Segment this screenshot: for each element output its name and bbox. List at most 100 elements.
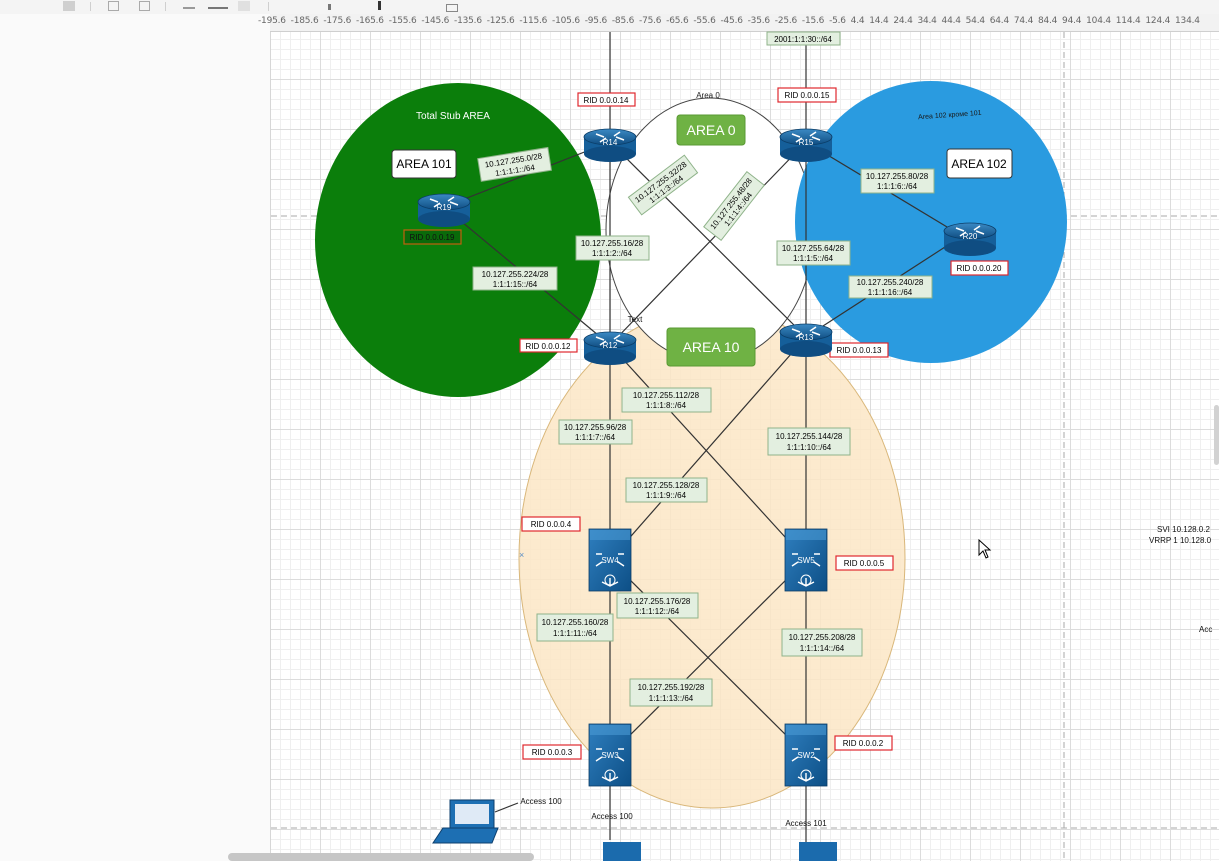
switch-label: SW3 bbox=[601, 751, 619, 760]
switch-sw3[interactable]: SW3 bbox=[588, 723, 632, 787]
top-ipv6-label: 2001:1:1:30::/64 bbox=[774, 35, 832, 44]
router-label: R20 bbox=[963, 232, 978, 241]
svg-text:RID 0.0.0.14: RID 0.0.0.14 bbox=[584, 96, 629, 105]
svg-text:10.127.255.128/28: 10.127.255.128/28 bbox=[633, 481, 700, 490]
router-label: R15 bbox=[799, 138, 814, 147]
svg-text:10.127.255.176/28: 10.127.255.176/28 bbox=[624, 597, 691, 606]
link-label-r20-r13[interactable]: 10.127.255.240/28 1:1:1:16::/64 bbox=[848, 275, 933, 299]
rid-r14[interactable]: RID 0.0.0.14 bbox=[577, 92, 636, 107]
link-label-r12-sw5[interactable]: 10.127.255.112/28 1:1:1:8::/64 bbox=[621, 387, 712, 413]
router-r15[interactable]: R15 bbox=[779, 128, 833, 163]
text-label[interactable]: Text bbox=[628, 315, 643, 324]
rid-sw5[interactable]: RID 0.0.0.5 bbox=[835, 555, 894, 571]
ruler-ticks: -195.6 -185.6 -175.6 -165.6 -155.6 -145.… bbox=[258, 16, 1200, 26]
svg-text:RID 0.0.0.20: RID 0.0.0.20 bbox=[957, 264, 1002, 273]
router-label: R13 bbox=[799, 333, 814, 342]
pc-icon[interactable] bbox=[799, 842, 837, 861]
link-label-sw4-sw3[interactable]: 10.127.255.160/28 1:1:1:11::/64 bbox=[536, 613, 614, 642]
access-label-sw2[interactable]: Access 101 bbox=[785, 819, 827, 828]
rid-r12[interactable]: RID 0.0.0.12 bbox=[519, 338, 578, 353]
link-label-r15-r20[interactable]: 10.127.255.80/28 1:1:1:6::/64 bbox=[860, 168, 935, 194]
link-label-r14-r12[interactable]: 10.127.255.16/28 1:1:1:2::/64 bbox=[575, 235, 650, 261]
svg-text:10.127.255.112/28: 10.127.255.112/28 bbox=[633, 391, 700, 400]
diagram-canvas[interactable]: Total Stub AREA Area 0 Area 102 кроме 10… bbox=[271, 31, 1219, 861]
toolbar-separator bbox=[165, 2, 166, 11]
link-label-r13-sw5[interactable]: 10.127.255.144/28 1:1:1:10::/64 bbox=[767, 427, 851, 456]
svg-text:1:1:1:10::/64: 1:1:1:10::/64 bbox=[787, 443, 832, 452]
link-label-r13-sw4[interactable]: 10.127.255.128/28 1:1:1:9::/64 bbox=[625, 477, 708, 503]
horizontal-scrollbar[interactable] bbox=[228, 853, 534, 861]
rid-r15[interactable]: RID 0.0.0.15 bbox=[777, 87, 837, 103]
svi-label[interactable]: SVI 10.128.0.2 bbox=[1157, 525, 1210, 534]
pc-icon[interactable] bbox=[603, 842, 641, 861]
svg-text:10.127.255.192/28: 10.127.255.192/28 bbox=[638, 683, 705, 692]
switch-sw5[interactable]: SW5 bbox=[784, 528, 828, 592]
paste-icon[interactable] bbox=[139, 1, 150, 11]
laptop-icon[interactable] bbox=[432, 799, 499, 844]
link-label-sw5-sw3[interactable]: 10.127.255.192/28 1:1:1:13::/64 bbox=[629, 678, 713, 707]
connection-point-icon: × bbox=[519, 550, 524, 560]
shapes-panel[interactable] bbox=[0, 14, 271, 861]
line-color-icon[interactable] bbox=[208, 1, 228, 9]
copy-icon[interactable] bbox=[108, 1, 119, 11]
svg-text:1:1:1:13::/64: 1:1:1:13::/64 bbox=[649, 694, 694, 703]
svg-text:1:1:1:5::/64: 1:1:1:5::/64 bbox=[793, 254, 834, 263]
link-label-r15-r13[interactable]: 10.127.255.64/28 1:1:1:5::/64 bbox=[776, 240, 851, 266]
svg-text:1:1:1:8::/64: 1:1:1:8::/64 bbox=[646, 401, 687, 410]
cut-icon[interactable] bbox=[183, 1, 195, 9]
rid-r19[interactable]: RID 0.0.0.19 bbox=[403, 229, 462, 245]
area101-label-box[interactable] bbox=[391, 149, 457, 179]
network-diagram: Total Stub AREA Area 0 Area 102 кроме 10… bbox=[271, 31, 1219, 861]
switch-sw4[interactable]: SW4 bbox=[588, 528, 632, 592]
vrrp-label[interactable]: VRRP 1 10.128.0 bbox=[1149, 536, 1212, 545]
svg-text:10.127.255.96/28: 10.127.255.96/28 bbox=[564, 423, 627, 432]
rid-r20[interactable]: RID 0.0.0.20 bbox=[950, 260, 1009, 276]
router-r20[interactable]: R20 bbox=[943, 222, 997, 257]
access-label-sw3[interactable]: Access 100 bbox=[591, 812, 633, 821]
link-label-sw5-sw2[interactable]: 10.127.255.208/28 1:1:1:14::/64 bbox=[781, 628, 863, 657]
access-label-right[interactable]: Acc bbox=[1199, 625, 1212, 634]
toolbar-separator bbox=[90, 2, 91, 11]
link-label-r19-r12[interactable]: 10.127.255.224/28 1:1:1:15::/64 bbox=[472, 266, 558, 291]
area0-label-box[interactable] bbox=[676, 114, 746, 146]
svg-text:RID 0.0.0.4: RID 0.0.0.4 bbox=[531, 520, 572, 529]
arrow-icon[interactable] bbox=[378, 1, 381, 10]
link-label-sw4-sw2[interactable]: 10.127.255.176/28 1:1:1:12::/64 bbox=[616, 592, 699, 619]
area0-label: AREA 0 bbox=[686, 122, 735, 138]
svg-text:1:1:1:11::/64: 1:1:1:11::/64 bbox=[553, 629, 597, 638]
svg-text:RID 0.0.0.12: RID 0.0.0.12 bbox=[526, 342, 571, 351]
table-icon[interactable] bbox=[446, 4, 458, 12]
area102-label-box[interactable] bbox=[946, 148, 1013, 179]
area102-label: AREA 102 bbox=[951, 157, 1007, 171]
waypoint-icon[interactable] bbox=[328, 4, 331, 10]
area102-zone[interactable] bbox=[795, 81, 1067, 363]
router-r19[interactable]: R19 bbox=[417, 193, 471, 228]
svg-text:1:1:1:14::/64: 1:1:1:14::/64 bbox=[800, 644, 845, 653]
rid-r13[interactable]: RID 0.0.0.13 bbox=[829, 342, 889, 358]
rid-sw4[interactable]: RID 0.0.0.4 bbox=[521, 516, 581, 532]
area0-caption: Area 0 bbox=[696, 91, 720, 100]
top-ipv6-box[interactable] bbox=[766, 31, 841, 46]
shadow-icon[interactable] bbox=[238, 1, 250, 11]
svg-text:10.127.255.16/28: 10.127.255.16/28 bbox=[581, 239, 644, 248]
vertical-scrollbar[interactable] bbox=[1214, 405, 1219, 465]
svg-text:1:1:1:15::/64: 1:1:1:15::/64 bbox=[493, 280, 538, 289]
router-r13[interactable]: R13 bbox=[779, 323, 833, 358]
svg-text:RID 0.0.0.3: RID 0.0.0.3 bbox=[532, 748, 573, 757]
switch-sw2[interactable]: SW2 bbox=[784, 723, 828, 787]
page-icon[interactable] bbox=[63, 1, 75, 11]
router-r14[interactable]: R14 bbox=[583, 128, 637, 163]
svg-text:RID 0.0.0.15: RID 0.0.0.15 bbox=[785, 91, 830, 100]
router-label: R14 bbox=[603, 138, 618, 147]
svg-text:10.127.255.160/28: 10.127.255.160/28 bbox=[542, 618, 609, 627]
links bbox=[443, 32, 963, 845]
link-label-r12-sw4[interactable]: 10.127.255.96/28 1:1:1:7::/64 bbox=[558, 419, 633, 445]
rid-sw2[interactable]: RID 0.0.0.2 bbox=[834, 735, 893, 751]
switch-label: SW2 bbox=[797, 751, 815, 760]
link-label-r19-r14[interactable]: 10.127.255.0/28 1:1:1:1::/64 bbox=[477, 146, 553, 182]
area10-label-box[interactable] bbox=[666, 327, 756, 367]
rid-sw3[interactable]: RID 0.0.0.3 bbox=[522, 744, 582, 760]
router-r12[interactable]: R12 bbox=[583, 331, 637, 366]
switch-label: SW4 bbox=[601, 556, 619, 565]
access-label-pc[interactable]: Access 100 bbox=[520, 797, 562, 806]
